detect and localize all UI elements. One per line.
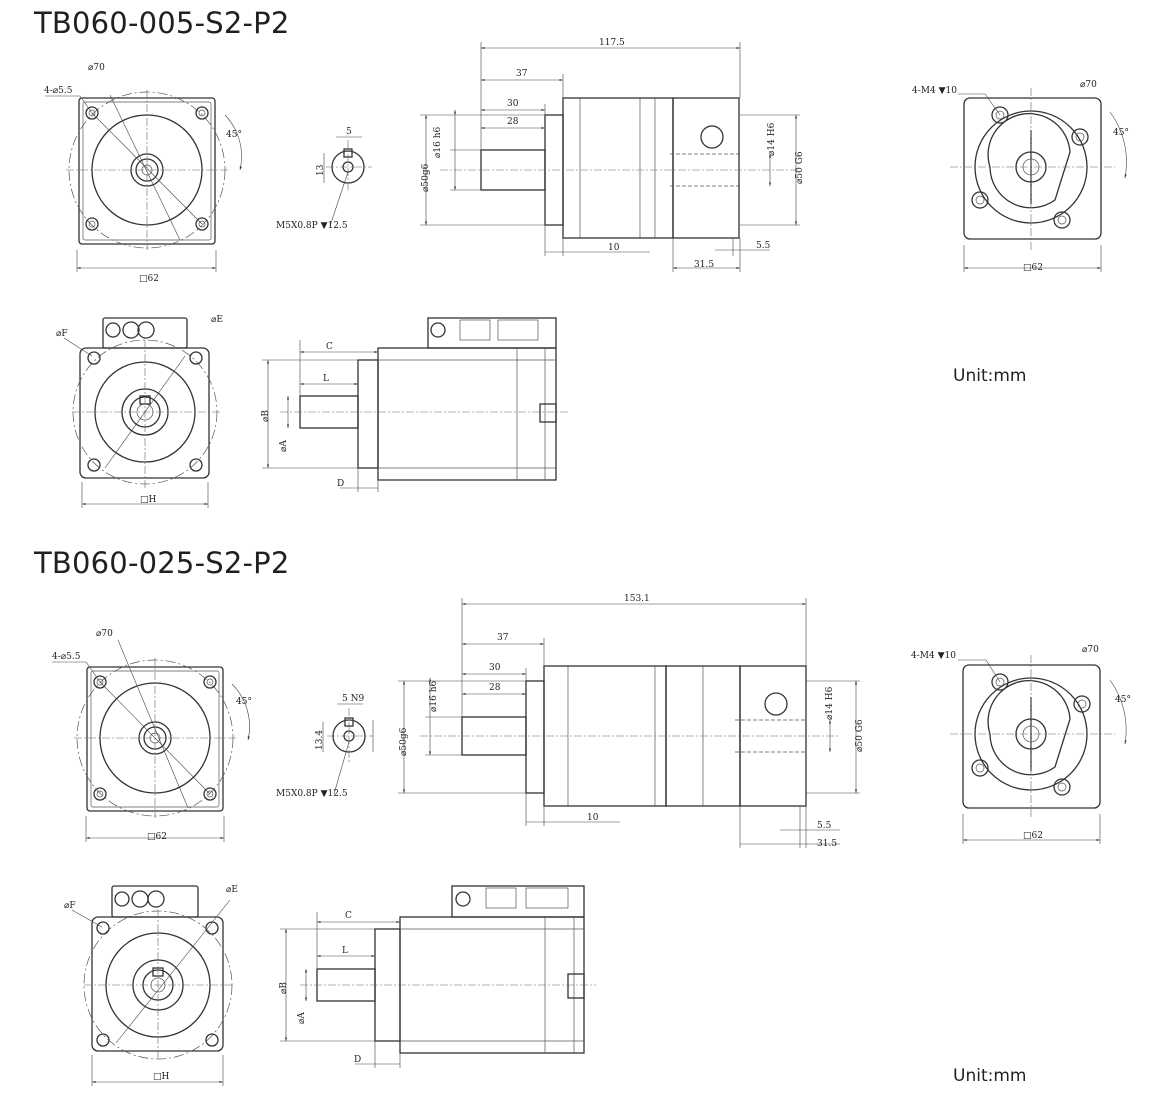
pilot-dia-label: ⌀50g6 (421, 163, 431, 192)
overall-length-label: 117.5 (599, 38, 625, 48)
dim-31-5-label: 31.5 (694, 260, 714, 270)
motor-len-c-label: C (326, 342, 333, 352)
motor-dia-f-label-2: ⌀F (64, 901, 76, 911)
gearbox-side-view-2 (398, 598, 860, 848)
gearbox-rear-view (950, 88, 1127, 272)
shaft-dia-label: ⌀16 h6 (433, 126, 443, 158)
front-angle-label-2: 45° (236, 697, 252, 707)
motor-front-view-2 (71, 885, 233, 1086)
rear-angle-label: 45° (1113, 128, 1129, 138)
motor-len-c-label-2: C (345, 911, 352, 921)
rear-square-label: □62 (1023, 263, 1043, 273)
model-2-drawings: ⌀70 4-⌀5.5 45° □62 5 N9 13.4 M5X0.8P ▼12… (52, 594, 1131, 1086)
model-title-2: TB060-025-S2-P2 (34, 546, 290, 580)
key-height-label-2: 13.4 (315, 730, 325, 750)
rear-pcd-label: ⌀70 (1080, 80, 1097, 90)
motor-front-view (63, 317, 220, 508)
rear-pcd-label-2: ⌀70 (1082, 645, 1099, 655)
dim-10-label: 10 (608, 243, 620, 253)
dim-28-label: 28 (507, 117, 519, 127)
shaft-key-detail-2 (322, 703, 374, 795)
gearbox-front-view (45, 90, 242, 272)
dim-5-5-label-2: 5.5 (817, 821, 832, 831)
pilot-dia-label-2: ⌀50g6 (399, 727, 409, 756)
front-pcd-label: ⌀70 (88, 63, 105, 73)
unit-label-2: Unit:mm (953, 1066, 1027, 1086)
motor-dia-f-label: ⌀F (56, 329, 68, 339)
motor-dia-a-label-2: ⌀A (297, 1012, 307, 1024)
front-holes-label: 4-⌀5.5 (44, 86, 73, 96)
front-holes-label-2: 4-⌀5.5 (52, 652, 81, 662)
shaft-dia-label-2: ⌀16 h6 (429, 680, 439, 712)
key-width-label-2: 5 N9 (342, 694, 364, 704)
motor-square-h-label: □H (140, 495, 157, 505)
bore-dia-label: ⌀14 H6 (767, 122, 777, 156)
dim-30-label: 30 (507, 99, 519, 109)
motor-dia-b-label: ⌀B (261, 410, 271, 422)
shaft-key-detail (323, 136, 372, 227)
bore-dia-label-2: ⌀14 H6 (825, 686, 835, 720)
gearbox-rear-view-2 (950, 655, 1127, 844)
front-square-label-2: □62 (147, 832, 167, 842)
motor-len-l-label-2: L (342, 946, 348, 956)
spigot-dia-label: ⌀50 G6 (795, 151, 805, 184)
dim-37-label-2: 37 (497, 633, 509, 643)
key-height-label: 13 (316, 164, 326, 176)
dim-37-label: 37 (516, 69, 528, 79)
model-title-1: TB060-005-S2-P2 (34, 6, 290, 40)
front-pcd-label-2: ⌀70 (96, 629, 113, 639)
thread-label-2: M5X0.8P ▼12.5 (276, 789, 348, 799)
key-width-label: 5 (346, 127, 352, 137)
spigot-dia-label-2: ⌀50 G6 (855, 719, 865, 752)
dim-28-label-2: 28 (489, 683, 501, 693)
dim-31-5-label-2: 31.5 (817, 839, 837, 849)
motor-side-view-2 (280, 885, 596, 1068)
dim-30-label-2: 30 (489, 663, 501, 673)
thread-label: M5X0.8P ▼12.5 (276, 221, 348, 231)
rear-holes-label: 4-M4 ▼10 (912, 86, 957, 96)
gearbox-side-view (420, 42, 800, 272)
front-angle-label: 45° (226, 130, 242, 140)
motor-dia-e-label-2: ⌀E (226, 885, 238, 895)
motor-len-d-label: D (337, 479, 344, 489)
motor-dia-e-label: ⌀E (211, 315, 223, 325)
model-1-drawings: ⌀70 4-⌀5.5 45° □62 5 13 M5X0.8P ▼12.5 (44, 38, 1129, 508)
overall-length-label-2: 153.1 (624, 594, 650, 604)
motor-len-l-label: L (323, 374, 329, 384)
dim-5-5-label: 5.5 (756, 241, 771, 251)
gearbox-front-view-2 (52, 639, 250, 842)
front-square-label: □62 (139, 274, 159, 284)
motor-dia-a-label: ⌀A (279, 440, 289, 452)
rear-square-label-2: □62 (1023, 831, 1043, 841)
motor-dia-b-label-2: ⌀B (279, 982, 289, 994)
motor-square-h-label-2: □H (153, 1072, 170, 1082)
unit-label-1: Unit:mm (953, 366, 1027, 386)
dim-10-label-2: 10 (587, 813, 599, 823)
rear-angle-label-2: 45° (1115, 695, 1131, 705)
motor-side-view (262, 317, 570, 492)
motor-len-d-label-2: D (354, 1055, 361, 1065)
rear-holes-label-2: 4-M4 ▼10 (911, 651, 956, 661)
